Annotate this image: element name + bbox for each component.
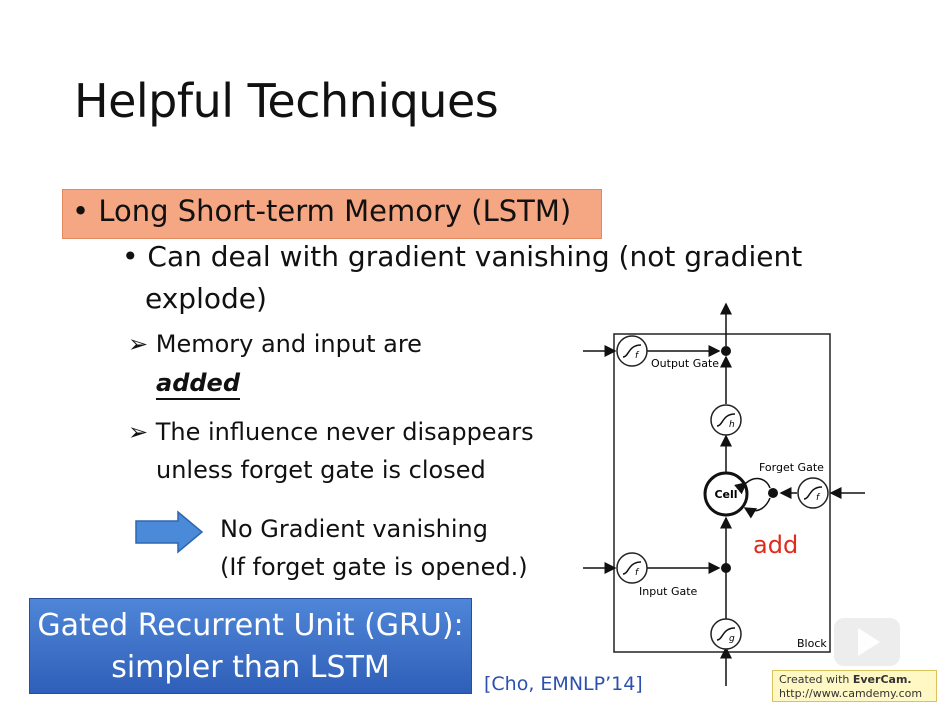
- output-multiply-dot: [721, 346, 731, 356]
- forget-gate-label: Forget Gate: [759, 461, 824, 474]
- citation: [Cho, EMNLP’14]: [484, 673, 643, 695]
- right-arrow-icon: [135, 510, 204, 554]
- gradient-bullet-line2: explode): [145, 282, 267, 315]
- h-squash-node: h: [710, 404, 742, 436]
- influence-line2: unless forget gate is closed: [156, 456, 486, 484]
- svg-text:f: f: [816, 493, 821, 503]
- g-squash-node: g: [710, 618, 742, 650]
- memory-added-line2: added: [156, 368, 241, 400]
- watermark-url: http://www.camdemy.com: [779, 687, 923, 700]
- svg-text:h: h: [729, 420, 735, 430]
- play-icon[interactable]: [830, 610, 904, 670]
- slide-title: Helpful Techniques: [74, 74, 499, 128]
- add-label: add: [753, 531, 798, 559]
- gru-line1: Gated Recurrent Unit (GRU):: [37, 608, 464, 643]
- output-gate-node: f: [616, 335, 648, 367]
- lstm-highlight-box: [62, 189, 602, 239]
- output-gate-label: Output Gate: [651, 357, 719, 370]
- result-line1: No Gradient vanishing: [220, 515, 488, 543]
- gru-line2: simpler than LSTM: [111, 650, 390, 685]
- forget-gate-node: f: [797, 477, 829, 509]
- lstm-bullet: • Long Short-term Memory (LSTM): [72, 194, 572, 228]
- watermark-brand: EverCam.: [852, 673, 912, 686]
- svg-text:g: g: [729, 634, 735, 644]
- input-multiply-dot: [721, 563, 731, 573]
- gru-box: Gated Recurrent Unit (GRU): simpler than…: [29, 598, 472, 694]
- cell-node: Cell: [703, 471, 749, 517]
- memory-added-line1: ➢ Memory and input are: [128, 330, 422, 358]
- forget-multiply-dot: [768, 488, 778, 498]
- svg-text:f: f: [635, 568, 640, 578]
- input-gate-node: f: [616, 552, 648, 584]
- influence-line1: ➢ The influence never disappears: [128, 418, 534, 446]
- evercam-watermark: Created with EverCam. http://www.camdemy…: [772, 670, 937, 702]
- result-line2: (If forget gate is opened.): [220, 553, 528, 581]
- svg-text:Cell: Cell: [714, 488, 737, 501]
- input-gate-label: Input Gate: [639, 585, 698, 598]
- lstm-diagram: Block g f Input Gate add Cell f Forget G…: [583, 302, 865, 686]
- watermark-prefix: Created with: [779, 673, 853, 686]
- gradient-bullet-line1: • Can deal with gradient vanishing (not …: [122, 240, 803, 273]
- block-label: Block: [797, 637, 827, 650]
- svg-text:f: f: [635, 351, 640, 361]
